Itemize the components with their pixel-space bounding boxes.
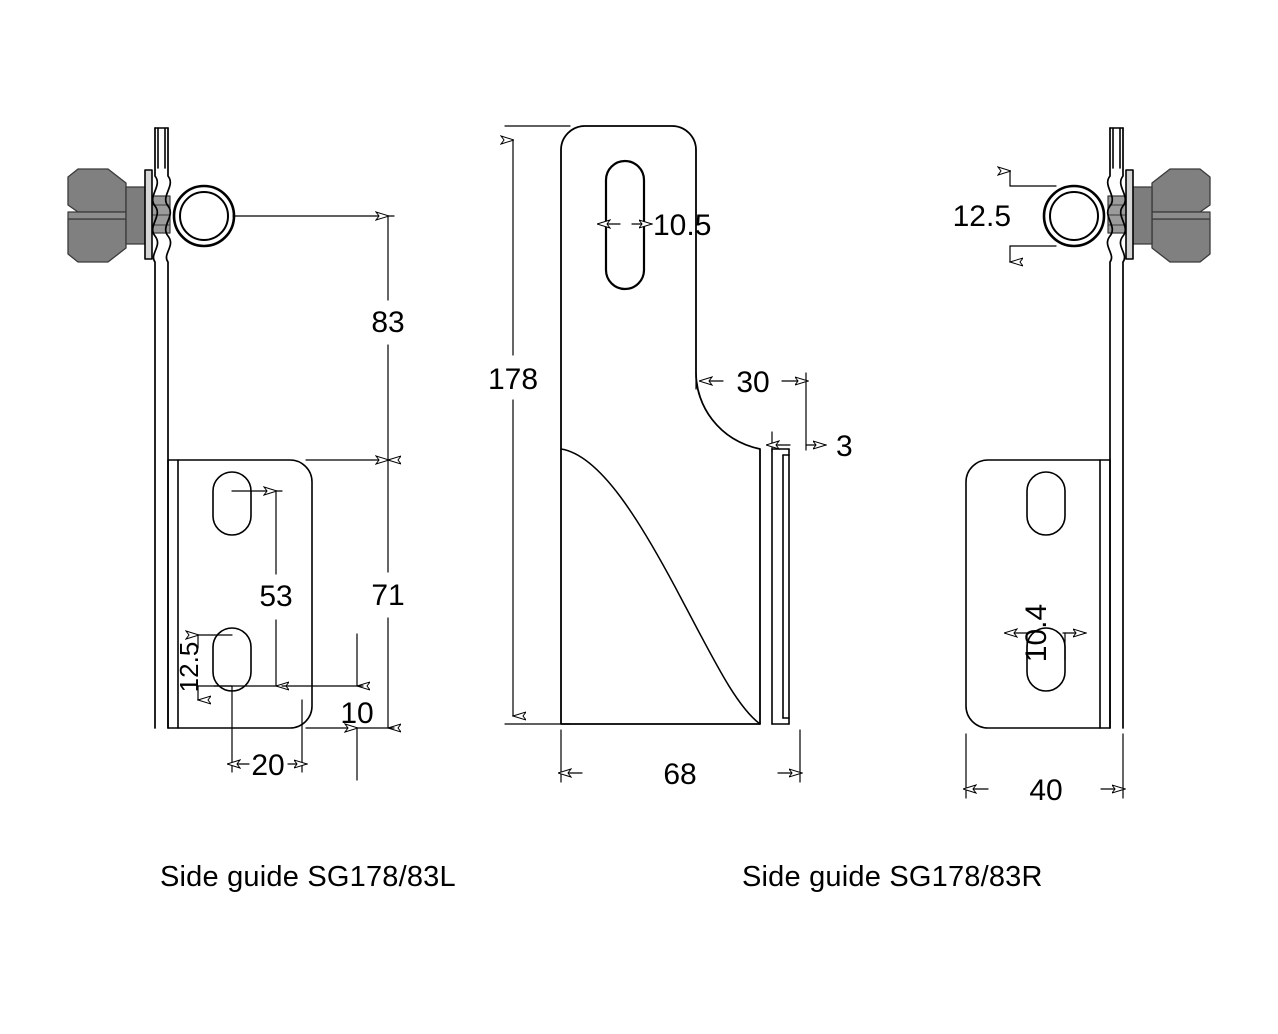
foot-flange-right [965, 459, 1111, 729]
dim-40: 40 [1029, 774, 1062, 807]
dim-3: 3 [836, 430, 853, 463]
front-adjust-slot [604, 159, 646, 291]
dim-10-5: 10.5 [653, 209, 711, 242]
view-right-sg178-83r: 12.5 10.4 40 [953, 127, 1211, 807]
pivot-boss-right [1042, 184, 1106, 248]
dim-30: 30 [736, 366, 769, 399]
caption-right-view: Side guide SG178/83R [742, 861, 1043, 893]
dimensions-left-view [198, 216, 394, 781]
dim-71: 71 [371, 579, 404, 612]
dim-12-5-right: 12.5 [953, 200, 1011, 233]
front-profile-outline [560, 125, 761, 725]
caption-left-view: Side guide SG178/83L [160, 861, 456, 893]
front-relief-curve [560, 448, 761, 725]
view-left-sg178-83l: 83 71 53 12.5 10 20 [67, 127, 405, 782]
dimensions-front-view [505, 125, 826, 783]
dim-12-5-left: 12.5 [174, 642, 204, 693]
pivot-boss-left [172, 184, 236, 248]
dim-10: 10 [340, 697, 373, 730]
foot-holes-right [1026, 471, 1066, 692]
foot-flange-left [167, 459, 313, 729]
dim-10-4: 10.4 [1020, 604, 1053, 662]
dim-20: 20 [251, 749, 284, 782]
foot-holes-left [212, 471, 252, 692]
dimensions-right-view [964, 171, 1125, 799]
upright-plate-left [151, 127, 172, 729]
front-right-flange [771, 448, 790, 725]
hand-knob-left [67, 168, 171, 263]
dim-68: 68 [663, 758, 696, 791]
dim-178: 178 [488, 363, 538, 396]
view-front-elevation: 178 10.5 30 3 68 [488, 125, 853, 791]
upright-plate-right [1106, 127, 1127, 729]
dim-83: 83 [371, 306, 404, 339]
dim-53: 53 [259, 580, 292, 613]
hand-knob-right [1107, 168, 1211, 263]
